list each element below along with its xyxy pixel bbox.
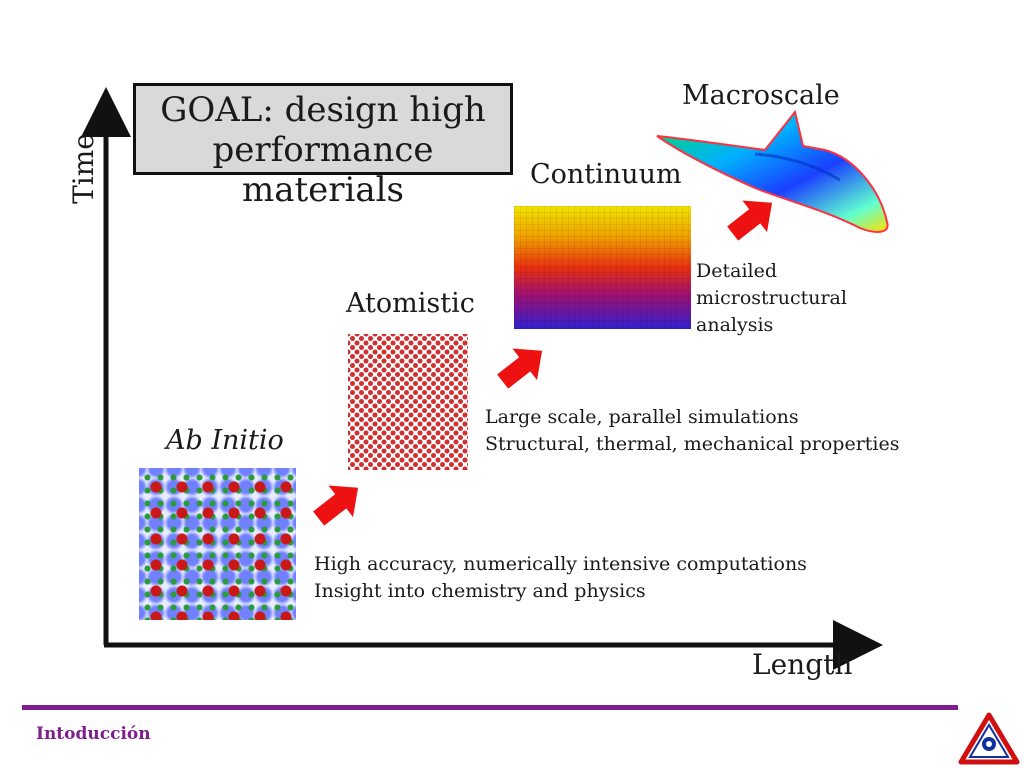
continuum-desc-line-1: Detailed — [696, 260, 778, 282]
footer-section-label: Intoducción — [36, 724, 151, 744]
institution-logo-icon — [958, 712, 1020, 765]
atomistic-desc: Large scale, parallel simulations Struct… — [485, 404, 900, 458]
aircraft-icon — [656, 110, 889, 233]
atomistic-lattice-image — [348, 334, 468, 470]
mesh-grid — [514, 206, 691, 329]
continuum-desc-line-3: analysis — [696, 314, 774, 336]
continuum-title: Continuum — [530, 159, 682, 190]
atomistic-desc-line-2: Structural, thermal, mechanical properti… — [485, 433, 900, 455]
ab-initio-title: Ab Initio — [166, 425, 284, 456]
continuum-mesh-image — [514, 206, 691, 329]
atomistic-title: Atomistic — [346, 288, 475, 319]
goal-line-1: GOAL: design high — [160, 90, 486, 130]
ab-initio-desc-line-2: Insight into chemistry and physics — [314, 580, 646, 602]
x-axis-label: Length — [752, 648, 853, 681]
arrow-abinitio-to-atomistic — [313, 485, 359, 526]
ab-initio-desc-line-1: High accuracy, numerically intensive com… — [314, 553, 807, 575]
continuum-desc-line-2: microstructural — [696, 287, 847, 309]
macroscale-title: Macroscale — [682, 80, 840, 111]
atomistic-desc-line-1: Large scale, parallel simulations — [485, 406, 799, 428]
y-axis-label: Time — [66, 133, 100, 204]
goal-box: GOAL: design high performance materials — [133, 83, 513, 210]
footer-divider — [22, 705, 958, 710]
ab-initio-structure-image — [139, 468, 296, 620]
arrow-continuum-to-macroscale — [727, 200, 773, 241]
continuum-desc: Detailed microstructural analysis — [696, 258, 847, 339]
goal-line-2: performance materials — [212, 130, 434, 210]
ab-initio-desc: High accuracy, numerically intensive com… — [314, 551, 807, 605]
arrow-atomistic-to-continuum — [497, 348, 543, 389]
